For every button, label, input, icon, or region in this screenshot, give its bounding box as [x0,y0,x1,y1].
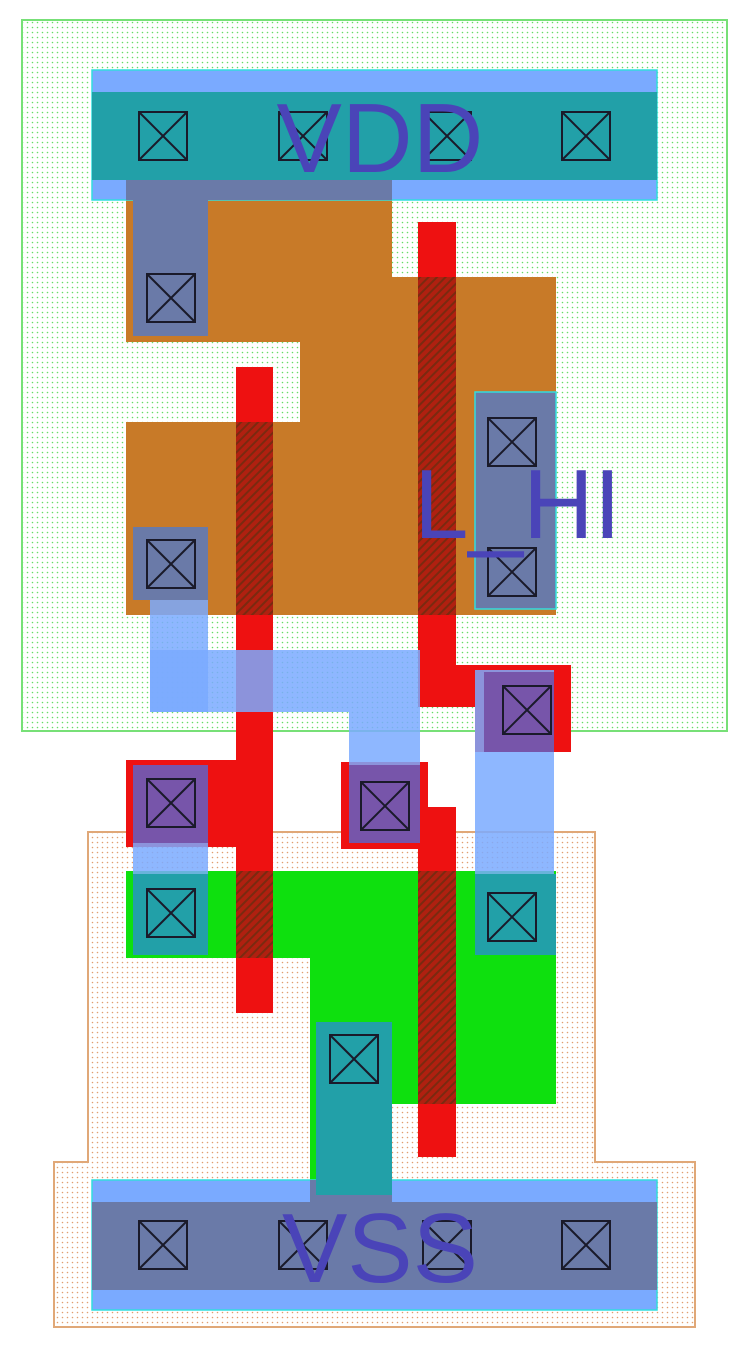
metal1-mid-drop [349,712,420,767]
pmos-gate-2 [418,277,456,615]
metal1-horizontal [150,650,420,712]
metal1-left-poly-drop [133,840,208,880]
pmos-gate-1 [236,422,273,615]
nmos-gate-1 [236,871,273,958]
metal1-vdd-drop [133,200,208,336]
vdd-tap [126,180,392,200]
nmos-gate-2 [418,871,456,1104]
vss-label: VSS [282,1193,478,1303]
ndiff-vss-strap [316,1022,392,1195]
poly-contact-pad-3 [484,672,554,752]
vdd-label: VDD [277,83,484,193]
output-label: L_HI [414,449,621,559]
